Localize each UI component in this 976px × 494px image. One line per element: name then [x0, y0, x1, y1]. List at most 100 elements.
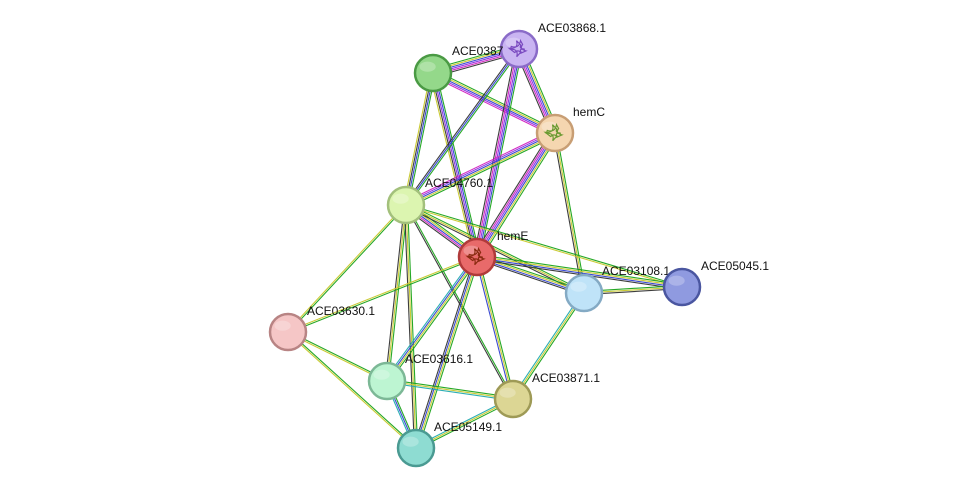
edge-ACE03868.1-hemE: [473, 48, 523, 258]
node-circle[interactable]: [367, 361, 407, 401]
protein-structure-icon: [507, 38, 528, 58]
node-ACE05149.1[interactable]: ACE05149.1: [396, 420, 502, 468]
node-circle[interactable]: [457, 237, 497, 277]
edge-evidence-line: [431, 75, 554, 137]
edge-hemC-ACE03108.1: [552, 132, 587, 294]
node-ACE03616.1[interactable]: ACE03616.1: [367, 352, 473, 401]
node-circle[interactable]: [499, 29, 539, 69]
edge-evidence-line: [478, 256, 516, 399]
edge-evidence-line: [477, 133, 557, 258]
node-hemE[interactable]: hemE: [457, 229, 528, 277]
node-highlight: [505, 37, 522, 48]
node-label: hemE: [497, 229, 528, 243]
edge-evidence-line: [414, 256, 477, 448]
edge-evidence-line: [288, 257, 478, 334]
edge-evidence-line: [475, 132, 555, 257]
edge-evidence-line: [554, 132, 585, 294]
edge-evidence-line: [434, 69, 557, 131]
node-circle[interactable]: [662, 267, 702, 307]
node-label: ACE05149.1: [434, 420, 502, 434]
edge-evidence-line: [405, 205, 682, 289]
edge-evidence-line: [433, 71, 556, 133]
edge-ACE04760.1-ACE03630.1: [287, 204, 407, 333]
node-label: ACE05045.1: [701, 259, 769, 273]
edge-evidence-line: [556, 132, 587, 293]
edge-evidence-line: [406, 203, 683, 287]
edge-evidence-line: [513, 293, 586, 401]
node-circle[interactable]: [396, 428, 436, 468]
edge-hemC-ACE04760.1: [404, 129, 557, 209]
edge-ACE0387-ACE04760.1: [403, 72, 436, 206]
edge-evidence-line: [478, 133, 558, 259]
node-highlight: [419, 61, 436, 72]
node-circle[interactable]: [564, 273, 604, 313]
node-highlight: [668, 275, 685, 286]
edge-evidence-line: [473, 48, 517, 257]
edge-evidence-line: [403, 72, 432, 205]
node-highlight: [499, 387, 516, 398]
edge-evidence-line: [432, 72, 556, 134]
node-label: ACE03868.1: [538, 21, 606, 35]
edge-ACE04760.1-ACE05045.1: [405, 203, 683, 289]
edge-evidence-line: [476, 256, 514, 400]
edge-evidence-line: [511, 291, 584, 399]
edge-evidence-line: [476, 48, 520, 258]
edge-ACE04760.1-ACE05149.1: [403, 204, 419, 449]
edge-evidence-line: [407, 73, 436, 206]
edge-evidence-line: [552, 133, 583, 294]
edge-evidence-line: [430, 73, 476, 258]
edge-evidence-line: [476, 257, 682, 289]
edge-evidence-line: [288, 330, 417, 448]
node-circle[interactable]: [386, 185, 426, 225]
edge-evidence-line: [406, 73, 435, 206]
node-highlight: [392, 193, 409, 204]
node-ACE05045.1[interactable]: ACE05045.1: [662, 259, 769, 307]
edge-evidence-line: [434, 72, 480, 257]
edge-evidence-line: [386, 380, 514, 400]
node-ACE03108.1[interactable]: ACE03108.1: [564, 264, 670, 313]
edge-evidence-line: [477, 255, 683, 287]
node-ACE03871.1[interactable]: ACE03871.1: [493, 371, 600, 419]
edge-evidence-line: [406, 203, 585, 293]
node-label: ACE04760.1: [425, 176, 493, 190]
node-ACE04760.1[interactable]: ACE04760.1: [386, 176, 493, 225]
node-highlight: [463, 245, 480, 256]
edge-evidence-line: [405, 204, 417, 449]
edge-evidence-line: [416, 257, 479, 449]
edge-evidence-line: [404, 129, 554, 203]
node-ACE0387[interactable]: ACE0387: [413, 44, 504, 93]
node-highlight: [541, 121, 558, 132]
edge-evidence-line: [407, 135, 557, 209]
node-label: ACE03616.1: [405, 352, 473, 366]
node-highlight: [274, 320, 291, 331]
node-ACE03868.1[interactable]: ACE03868.1: [499, 21, 606, 69]
edge-hemE-ACE03630.1: [287, 255, 478, 334]
edge-evidence-line: [404, 205, 513, 400]
edge-evidence-line: [405, 131, 555, 205]
node-label: ACE03108.1: [602, 264, 670, 278]
edge-evidence-line: [388, 258, 480, 383]
edge-ACE03616.1-ACE03871.1: [386, 378, 514, 402]
edge-evidence-line: [405, 48, 520, 206]
node-circle[interactable]: [493, 379, 533, 419]
nodes-layer: hemE hemC ACE03868.1ACE0387ACE04760.1ACE03…: [268, 21, 769, 468]
edge-evidence-line: [287, 255, 477, 332]
node-hemC[interactable]: hemC: [535, 105, 605, 153]
node-ACE03630.1[interactable]: ACE03630.1: [268, 304, 375, 352]
edge-evidence-line: [287, 204, 406, 332]
node-circle[interactable]: [413, 53, 453, 93]
edge-ACE03868.1-ACE04760.1: [404, 47, 521, 207]
edge-evidence-line: [405, 132, 556, 206]
node-label: ACE0387: [452, 44, 504, 58]
edge-evidence-line: [417, 257, 480, 449]
edge-evidence-line: [407, 204, 419, 448]
edge-evidence-line: [388, 205, 409, 382]
node-circle[interactable]: [268, 312, 308, 352]
edge-evidence-line: [384, 255, 476, 380]
node-circle[interactable]: [535, 113, 575, 153]
edge-hemE-ACE03871.1: [474, 256, 516, 400]
edge-evidence-line: [384, 204, 405, 381]
edge-evidence-line: [413, 256, 476, 448]
edge-evidence-line: [432, 72, 478, 258]
